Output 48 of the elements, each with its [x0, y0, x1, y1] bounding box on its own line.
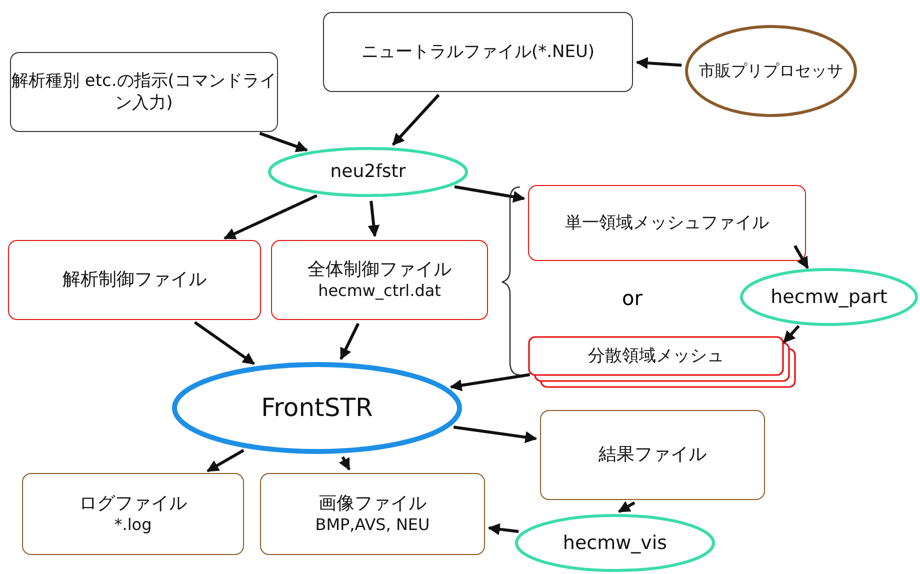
arrow — [450, 373, 530, 392]
file-box — [8, 240, 261, 320]
node-label: 分散領域メッシュ — [588, 344, 724, 368]
arrow — [338, 456, 350, 471]
node-label: 解析制御ファイル — [62, 268, 206, 292]
node-label: hecmw_vis — [562, 530, 668, 556]
file-box — [260, 473, 485, 555]
file-name: BMP,AVS, NEU — [315, 515, 430, 536]
file-box — [323, 12, 633, 92]
file-box — [540, 410, 765, 500]
arrow — [636, 57, 682, 69]
arrow — [782, 325, 800, 344]
file-name: *.log — [114, 515, 152, 536]
or-label: or — [622, 286, 642, 310]
node-label: 画像ファイル — [318, 492, 426, 516]
solver-ellipse — [172, 362, 462, 454]
node-label: 全体制御ファイル — [308, 258, 452, 282]
arrow — [794, 245, 809, 270]
arrow — [618, 501, 636, 513]
node-label: FrontSTR — [261, 392, 373, 424]
arrow — [368, 200, 380, 238]
arrow — [488, 523, 519, 536]
arrow — [206, 449, 244, 472]
node-label: ログファイル — [79, 492, 187, 516]
stacked-file-box — [528, 336, 796, 388]
node-label: 市販プリプロセッサ — [699, 60, 843, 82]
arrow — [340, 322, 360, 360]
node-label: 解析種別 etc.の指示(コマンドライン入力) — [11, 70, 277, 114]
tool-ellipse — [685, 25, 857, 117]
node-label: 結果ファイル — [598, 443, 706, 467]
file-name: hecmw_ctrl.dat — [318, 281, 441, 302]
instruction-box — [10, 52, 278, 132]
node-label: ニュートラルファイル(*.NEU) — [361, 40, 595, 64]
arrow — [194, 321, 255, 366]
node-label: neu2fstr — [330, 160, 406, 184]
arrow — [392, 94, 440, 146]
program-ellipse — [268, 147, 468, 197]
arrow — [224, 194, 318, 240]
node-label: hecmw_part — [770, 284, 888, 310]
file-box — [22, 473, 244, 555]
arrow — [259, 132, 308, 152]
arrow — [453, 426, 538, 444]
file-box — [271, 240, 488, 320]
program-ellipse — [515, 514, 715, 572]
arrow — [454, 185, 526, 203]
node-label: 単一領域メッシュファイル — [565, 212, 769, 234]
file-box — [528, 185, 806, 261]
program-ellipse — [740, 268, 918, 326]
